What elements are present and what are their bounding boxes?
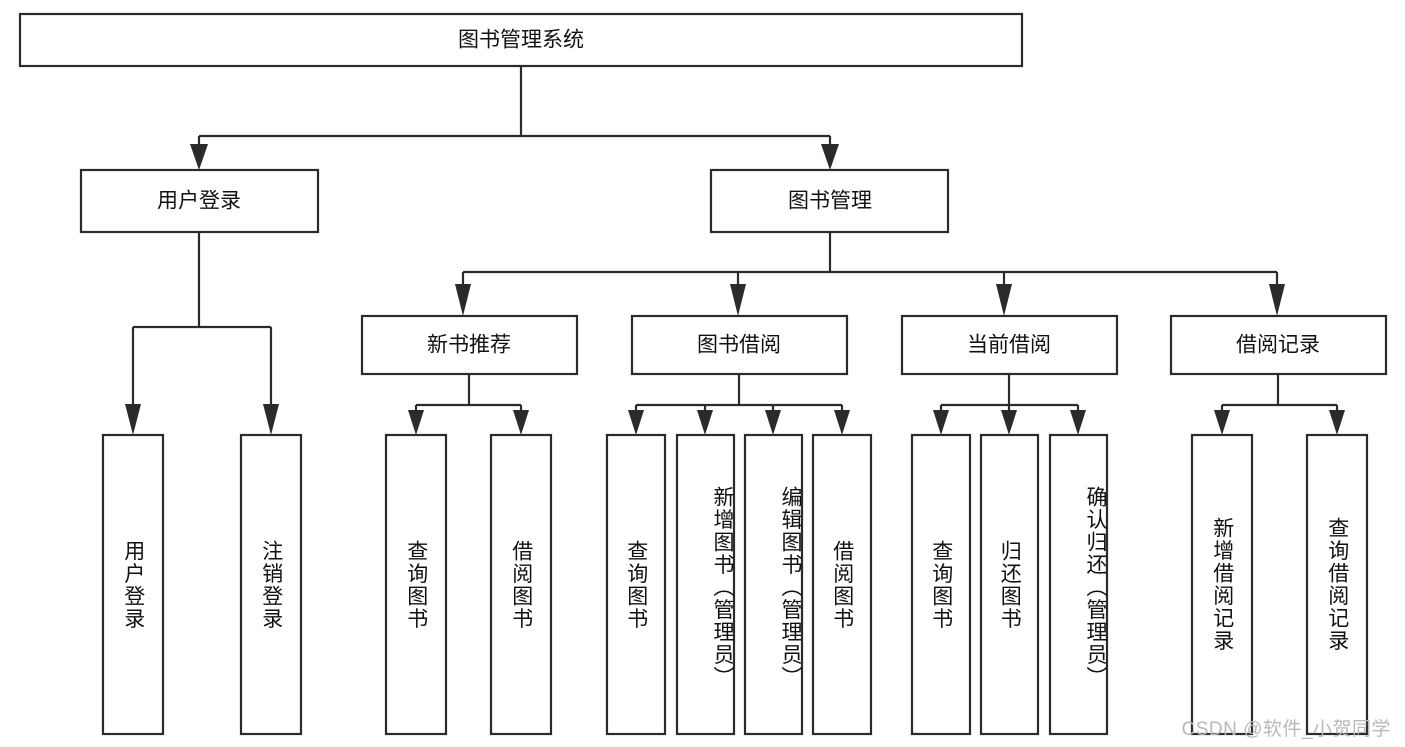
node-box-leaf-return-book[interactable] (979, 433, 1040, 736)
node-box-current-borrow[interactable] (900, 314, 1119, 376)
arrow-head-leaf-user-logout (263, 404, 279, 435)
node-box-leaf-borrow-book-2[interactable] (811, 433, 873, 736)
arrow-head-book-borrow (730, 284, 746, 316)
arrow-head-leaf-return-book (1001, 410, 1017, 435)
arrow-head-new-book-rec (455, 284, 471, 316)
arrow-head-leaf-query-book-3 (933, 410, 949, 435)
node-box-leaf-query-book-3[interactable] (910, 433, 972, 736)
arrow-head-leaf-user-login (125, 404, 141, 435)
arrow-head-leaf-query-book-1 (408, 410, 424, 435)
node-box-leaf-user-logout[interactable] (239, 433, 303, 736)
node-box-leaf-query-book-2[interactable] (605, 433, 667, 736)
node-label-current-borrow: 当前借阅 (967, 334, 1051, 357)
node-box-book-borrow[interactable] (630, 314, 849, 376)
arrow-head-leaf-query-book-2 (628, 410, 644, 435)
arrow-head-user-login (190, 144, 208, 170)
node-box-book-manage[interactable] (709, 168, 950, 234)
arrow-head-leaf-borrow-book-2 (834, 410, 850, 435)
node-label-user-login: 用户登录 (157, 190, 241, 213)
arrow-head-book-manage (821, 144, 839, 170)
node-box-borrow-record[interactable] (1169, 314, 1388, 376)
node-box-leaf-edit-book[interactable] (743, 433, 804, 736)
arrow-head-leaf-add-book (697, 410, 713, 435)
arrow-head-leaf-add-record (1214, 410, 1230, 435)
node-box-leaf-query-record[interactable] (1305, 433, 1369, 736)
node-label-root: 图书管理系统 (458, 29, 584, 52)
arrow-head-leaf-confirm-return (1070, 410, 1086, 435)
csdn-watermark: CSDN @软件_小贺同学 (1181, 719, 1391, 740)
node-box-new-book-rec[interactable] (360, 314, 579, 376)
node-box-leaf-query-book-1[interactable] (384, 433, 448, 736)
arrow-head-borrow-record (1269, 284, 1285, 316)
connector-group (125, 66, 1345, 435)
arrow-head-leaf-edit-book (765, 410, 781, 435)
arrow-head-current-borrow (996, 284, 1012, 316)
node-box-group (18, 12, 1388, 736)
node-box-leaf-add-book[interactable] (675, 433, 736, 736)
node-box-leaf-add-record[interactable] (1190, 433, 1254, 736)
node-box-user-login[interactable] (79, 168, 320, 234)
node-label-new-book-rec: 新书推荐 (427, 334, 511, 357)
node-box-root[interactable] (18, 12, 1024, 68)
node-label-book-manage: 图书管理 (788, 190, 872, 213)
node-box-leaf-user-login[interactable] (101, 433, 165, 736)
arrow-head-leaf-query-record (1329, 410, 1345, 435)
arrow-head-leaf-borrow-book-1 (513, 410, 529, 435)
node-label-borrow-record: 借阅记录 (1236, 334, 1320, 357)
horizontal-label-group: 图书管理系统 用户登录 图书管理 新书推荐 图书借阅 当前借阅 借阅记录 (157, 29, 1320, 357)
node-box-leaf-confirm-return[interactable] (1048, 433, 1109, 736)
node-label-book-borrow: 图书借阅 (697, 334, 781, 357)
node-box-leaf-borrow-book-1[interactable] (489, 433, 553, 736)
